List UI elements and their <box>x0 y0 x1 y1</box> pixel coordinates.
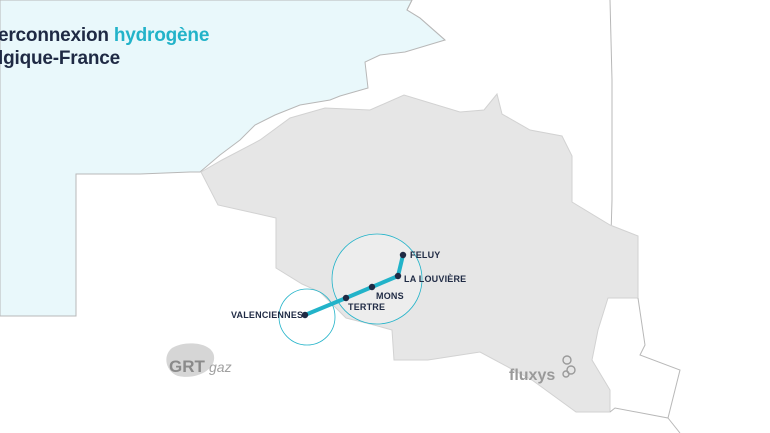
svg-text:gaz: gaz <box>209 359 232 375</box>
label-tertre: TERTRE <box>348 302 385 312</box>
fluxys-bubbles-icon <box>562 355 576 378</box>
france-lower-border <box>667 417 681 433</box>
label-la-louviere: LA LOUVIÈRE <box>404 274 466 284</box>
title-line1-accent: hydrogène <box>113 25 210 46</box>
title-line1-prefix: erconnexion <box>0 25 114 46</box>
node-feluy <box>399 251 407 259</box>
label-feluy: FELUY <box>410 250 441 260</box>
title-line2: lgique-France <box>0 48 120 69</box>
belgium-zoom-circle <box>331 233 423 325</box>
page-title: erconnexion hydrogène lgique-France <box>0 24 209 70</box>
france-zoom-circle <box>278 288 336 346</box>
svg-text:fluxys: fluxys <box>509 367 555 384</box>
node-la-louviere <box>394 272 402 280</box>
belgium-region <box>200 92 639 413</box>
grtgaz-logo-swoosh <box>166 343 215 377</box>
grtgaz-logo: GRT gaz <box>166 343 232 377</box>
germany-border-line <box>609 0 613 236</box>
netherlands-border <box>406 0 446 41</box>
node-tertre <box>342 294 350 302</box>
svg-text:GRT: GRT <box>169 357 206 376</box>
luxembourg-border <box>609 297 681 419</box>
fluxys-logo: fluxys <box>509 355 576 384</box>
label-mons: MONS <box>376 291 404 301</box>
node-mons <box>368 283 376 291</box>
node-valenciennes <box>301 311 309 319</box>
label-valenciennes: VALENCIENNES <box>231 310 303 320</box>
